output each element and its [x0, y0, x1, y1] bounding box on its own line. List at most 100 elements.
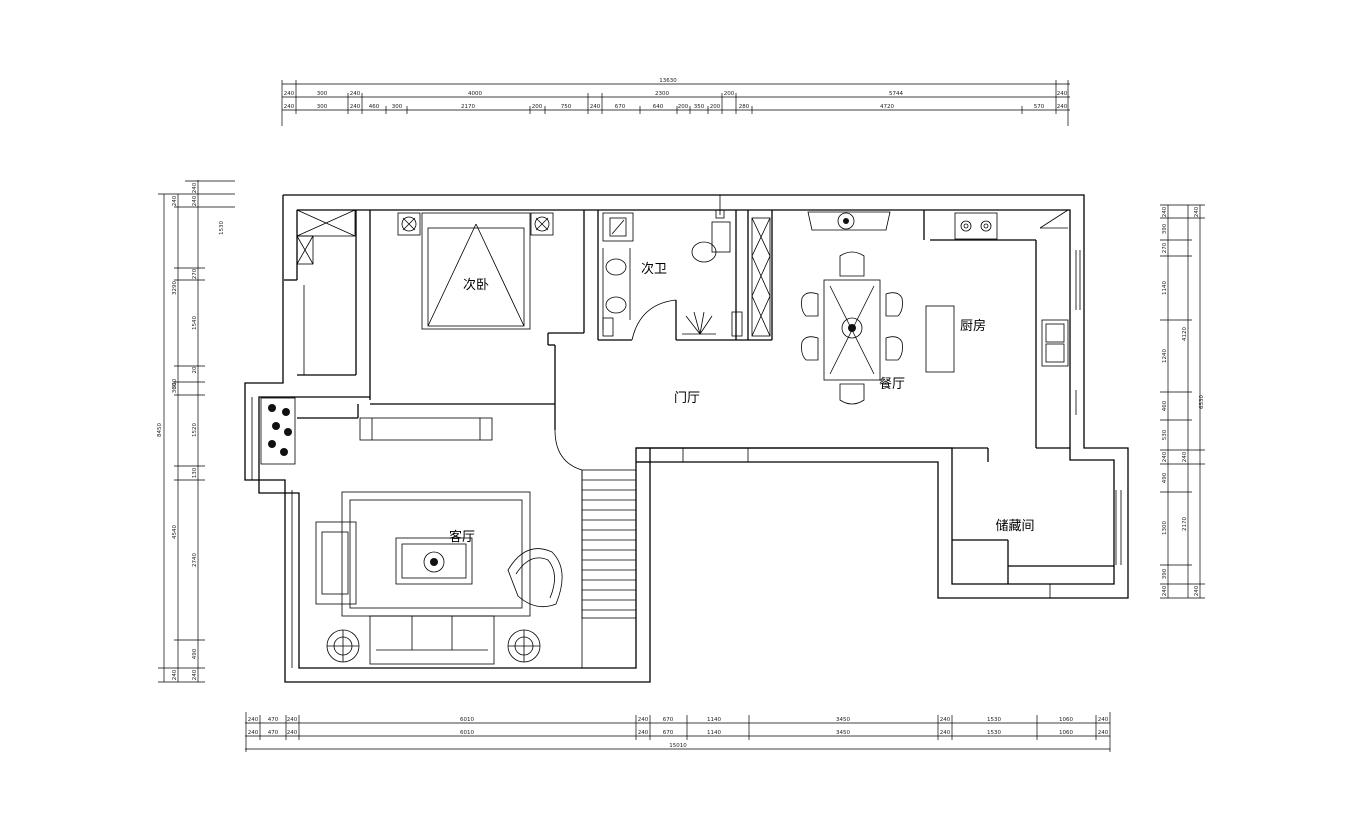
coffee-table: [395, 537, 473, 585]
foyer-shelving: [751, 217, 771, 337]
dim-label: 1060: [1059, 730, 1073, 736]
room-label-storage: 储藏间: [995, 519, 1034, 534]
dim-label: 240: [1098, 717, 1109, 723]
dim-label: 3290: [172, 281, 178, 295]
top-total-dim: 13630: [659, 78, 677, 84]
dim-label: 240: [287, 730, 298, 736]
dim-label: 640: [653, 104, 664, 110]
dim-label: 2170: [461, 104, 475, 110]
dim-label: 240: [638, 717, 649, 723]
dim-label: 530: [1162, 429, 1168, 440]
windows: [251, 250, 1122, 668]
sideboard: [807, 211, 891, 231]
dim-label: 240: [1162, 585, 1168, 596]
dim-label: 240: [172, 195, 178, 206]
dining-table: [823, 279, 881, 381]
toilet: [691, 195, 731, 263]
room-label-kitchen: 厨房: [960, 318, 986, 334]
dim-label: 360: [172, 382, 178, 393]
dim-label: 460: [369, 104, 380, 110]
dim-label: 300: [317, 91, 328, 97]
room-label-bathroom: 次卫: [641, 261, 667, 277]
dim-label: 270: [192, 268, 198, 279]
left-dimension-labels: 8450 240 3290 360 4540 240 240 240 1530 …: [157, 182, 225, 680]
dim-label: 240: [1162, 206, 1168, 217]
dim-label: 240: [1162, 451, 1168, 462]
dim-label: 1060: [1059, 717, 1073, 723]
top-dimension-labels: 13630 240 300 240 4000 2300 200 5744 240…: [284, 78, 1068, 110]
shower-area: [682, 311, 743, 337]
nightstand-left: [397, 212, 421, 236]
walls: [244, 194, 1129, 683]
right-dimension-labels: 6530 240 4120 240 2170 240 240 390 270 1…: [1162, 206, 1205, 596]
dim-label: 240: [287, 717, 298, 723]
dim-label: 490: [1162, 472, 1168, 483]
side-sofa: [315, 521, 357, 605]
left-total-dim: 8450: [157, 423, 163, 437]
dim-label: 2170: [1182, 517, 1188, 531]
dim-label: 240: [192, 182, 198, 193]
dim-label: 240: [1057, 91, 1068, 97]
dim-label: 130: [192, 467, 198, 478]
dim-label: 4120: [1182, 327, 1188, 341]
side-table-right: [507, 629, 541, 663]
dim-label: 670: [663, 730, 674, 736]
dim-label: 200: [710, 104, 721, 110]
dim-label: 280: [739, 104, 750, 110]
room-label-bedroom: 次卧: [463, 277, 489, 293]
dim-label: 240: [192, 669, 198, 680]
dim-label: 300: [392, 104, 403, 110]
tv-cabinet: [359, 417, 493, 441]
dim-label: 240: [248, 730, 259, 736]
dining-chairs: [801, 251, 903, 405]
dim-label: 2740: [192, 553, 198, 567]
main-sofa: [369, 615, 495, 665]
armchair: [507, 548, 563, 608]
right-dimension-lines: [1160, 204, 1205, 599]
room-label-living: 客厅: [449, 529, 475, 545]
dim-label: 240: [1182, 451, 1188, 462]
dim-label: 4000: [468, 91, 482, 97]
dim-label: 300: [172, 378, 178, 389]
dim-label: 300: [317, 104, 328, 110]
nightstand-right: [530, 212, 554, 236]
kitchen-corner-cabinet: [1039, 209, 1069, 229]
dim-label: 240: [284, 91, 295, 97]
dim-label: 390: [1162, 223, 1168, 234]
left-dimension-lines: [158, 180, 235, 683]
dim-label: 270: [1162, 242, 1168, 253]
dim-label: 3450: [836, 717, 850, 723]
bottom-dimension-labels: 240 470 240 6010 240 670 1140 3450 240 1…: [248, 717, 1109, 749]
dim-label: 5744: [889, 91, 903, 97]
dim-label: 390: [1162, 568, 1168, 579]
top-dimension-lines: [281, 80, 1070, 126]
room-labels: 次卧 次卫 门厅 厨房 餐厅 客厅 储藏间: [449, 261, 1035, 545]
dim-label: 6010: [460, 717, 474, 723]
dim-label: 1240: [1162, 349, 1168, 363]
dim-label: 200: [532, 104, 543, 110]
dim-label: 1520: [192, 423, 198, 437]
side-table-left: [326, 629, 360, 663]
dim-label: 240: [1057, 104, 1068, 110]
dim-label: 240: [192, 195, 198, 206]
dim-label: 3450: [836, 730, 850, 736]
dim-label: 1540: [192, 316, 198, 330]
area-rug: [341, 491, 531, 617]
dim-label: 240: [940, 730, 951, 736]
dim-label: 6010: [460, 730, 474, 736]
bottom-dimension-lines: [245, 712, 1111, 752]
dim-label: 1140: [707, 730, 721, 736]
dim-label: 470: [268, 730, 279, 736]
dim-label: 1530: [219, 221, 225, 235]
dim-label: 670: [663, 717, 674, 723]
dim-label: 240: [350, 91, 361, 97]
kitchen-island: [925, 305, 955, 373]
dim-label: 350: [694, 104, 705, 110]
dim-label: 2300: [655, 91, 669, 97]
dim-label: 670: [615, 104, 626, 110]
dim-label: 1530: [987, 717, 1001, 723]
kitchen-sink: [1041, 319, 1069, 367]
staircase: [581, 469, 637, 619]
right-total-dim: 6530: [1199, 395, 1205, 409]
planter: [260, 397, 296, 465]
